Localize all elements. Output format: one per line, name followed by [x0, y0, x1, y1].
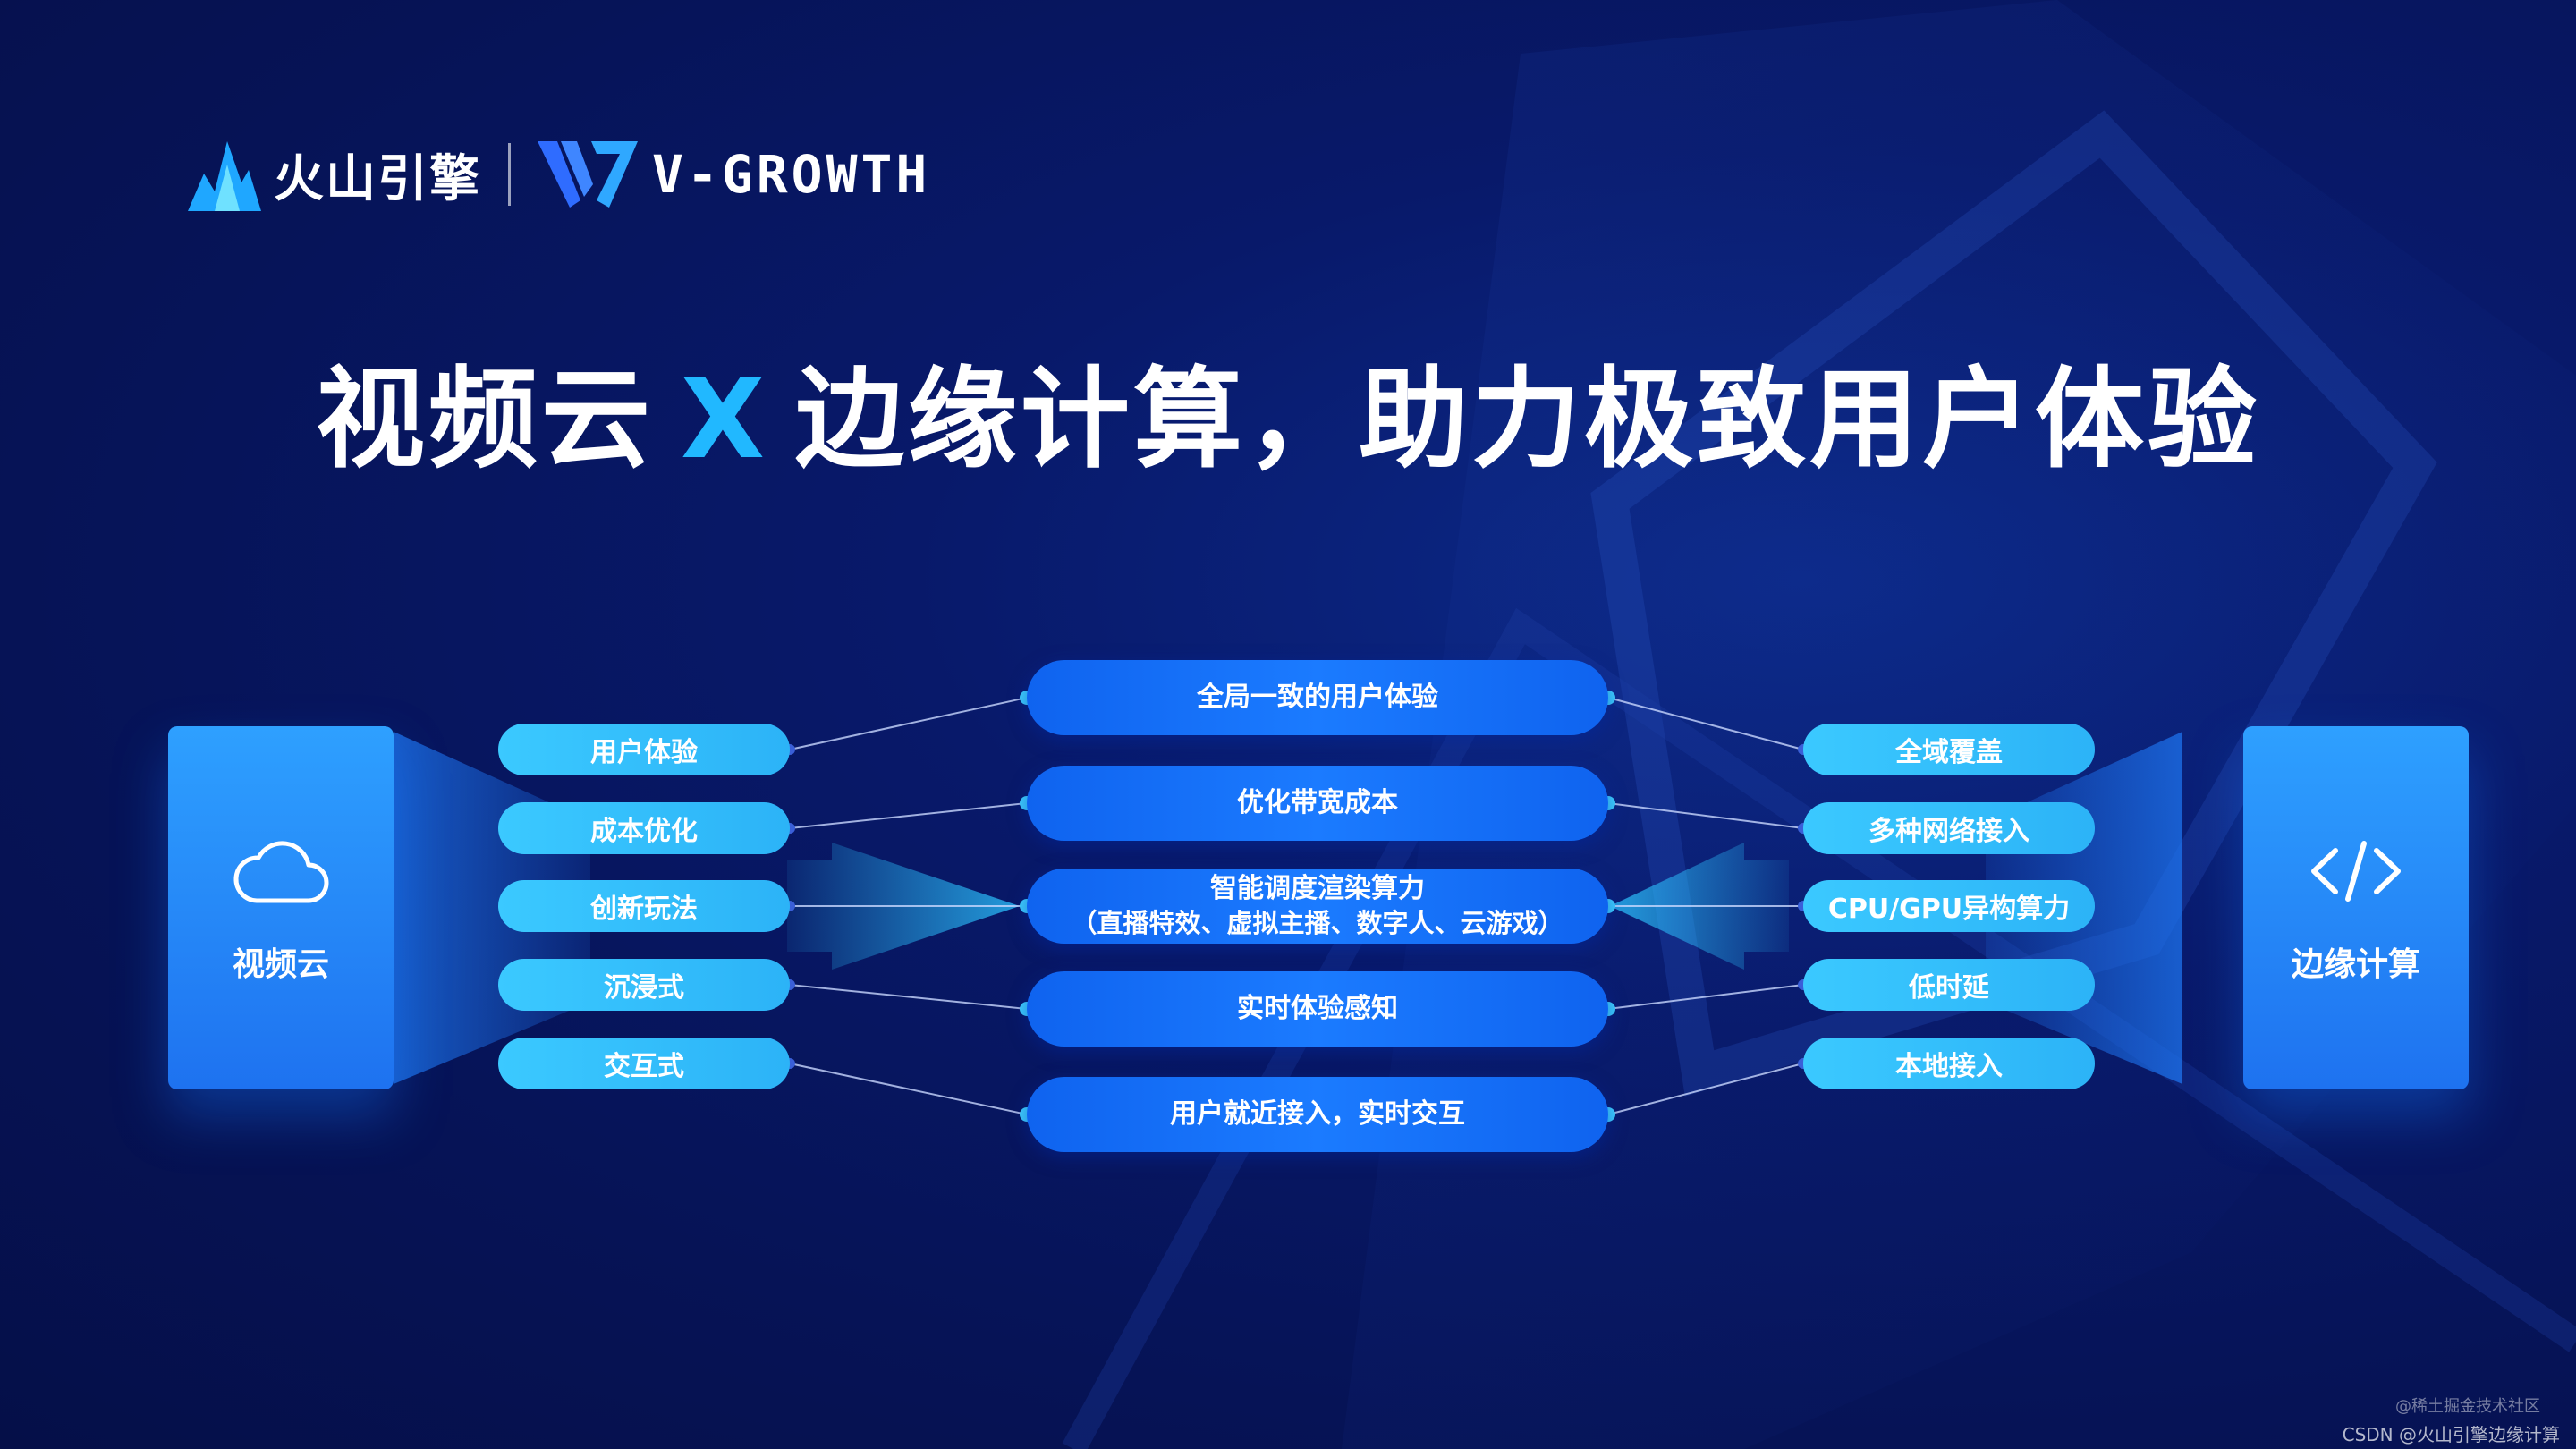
v-growth-logo-icon — [538, 138, 638, 211]
right-item-heterogeneous-compute: CPU/GPU异构算力 — [1803, 880, 2095, 932]
right-item-full-coverage: 全域覆盖 — [1803, 724, 2095, 775]
cloud-icon — [232, 831, 330, 911]
left-item-interactive: 交互式 — [498, 1038, 790, 1089]
volcano-logo-icon — [188, 138, 261, 211]
logo-row: 火山引擎 V-GROWTH — [188, 125, 930, 224]
brand-name-cn: 火山引擎 — [274, 139, 481, 211]
watermark-csdn: CSDN @火山引擎边缘计算 — [2343, 1420, 2560, 1446]
center-item-realtime-perception: 实时体验感知 — [1027, 971, 1608, 1046]
left-item-cost-optimization: 成本优化 — [498, 802, 790, 854]
brand-name-en: V-GROWTH — [652, 144, 930, 205]
edge-computing-card: 边缘计算 — [2243, 726, 2469, 1089]
title-left: 视频云 — [316, 356, 654, 483]
left-item-immersive: 沉浸式 — [498, 959, 790, 1011]
watermark-juejin: @稀土掘金技术社区 — [2395, 1394, 2540, 1417]
center-item-line1: 实时体验感知 — [1237, 992, 1398, 1026]
right-item-local-access: 本地接入 — [1803, 1038, 2095, 1089]
center-item-smart-scheduling: 智能调度渲染算力 （直播特效、虚拟主播、数字人、云游戏） — [1027, 869, 1608, 944]
center-item-line1: 优化带宽成本 — [1237, 786, 1398, 820]
video-cloud-card: 视频云 — [168, 726, 394, 1089]
left-item-innovative-play: 创新玩法 — [498, 880, 790, 932]
video-cloud-label: 视频云 — [233, 938, 329, 985]
center-item-consistent-experience: 全局一致的用户体验 — [1027, 660, 1608, 735]
title-x: X — [681, 356, 768, 483]
center-item-line1: 智能调度渲染算力 — [1210, 872, 1425, 906]
title-right: 边缘计算，助力极致用户体验 — [795, 356, 2260, 483]
center-item-nearby-access: 用户就近接入，实时交互 — [1027, 1077, 1608, 1152]
center-item-bandwidth-cost: 优化带宽成本 — [1027, 766, 1608, 841]
center-item-line1: 全局一致的用户体验 — [1197, 681, 1438, 715]
right-item-multi-network: 多种网络接入 — [1803, 802, 2095, 854]
right-item-low-latency: 低时延 — [1803, 959, 2095, 1011]
edge-computing-label: 边缘计算 — [2292, 938, 2420, 985]
center-item-line2: （直播特效、虚拟主播、数字人、云游戏） — [1071, 906, 1563, 940]
code-icon — [2307, 831, 2405, 911]
center-item-line1: 用户就近接入，实时交互 — [1170, 1097, 1465, 1131]
left-item-user-experience: 用户体验 — [498, 724, 790, 775]
logo-divider — [508, 143, 511, 206]
